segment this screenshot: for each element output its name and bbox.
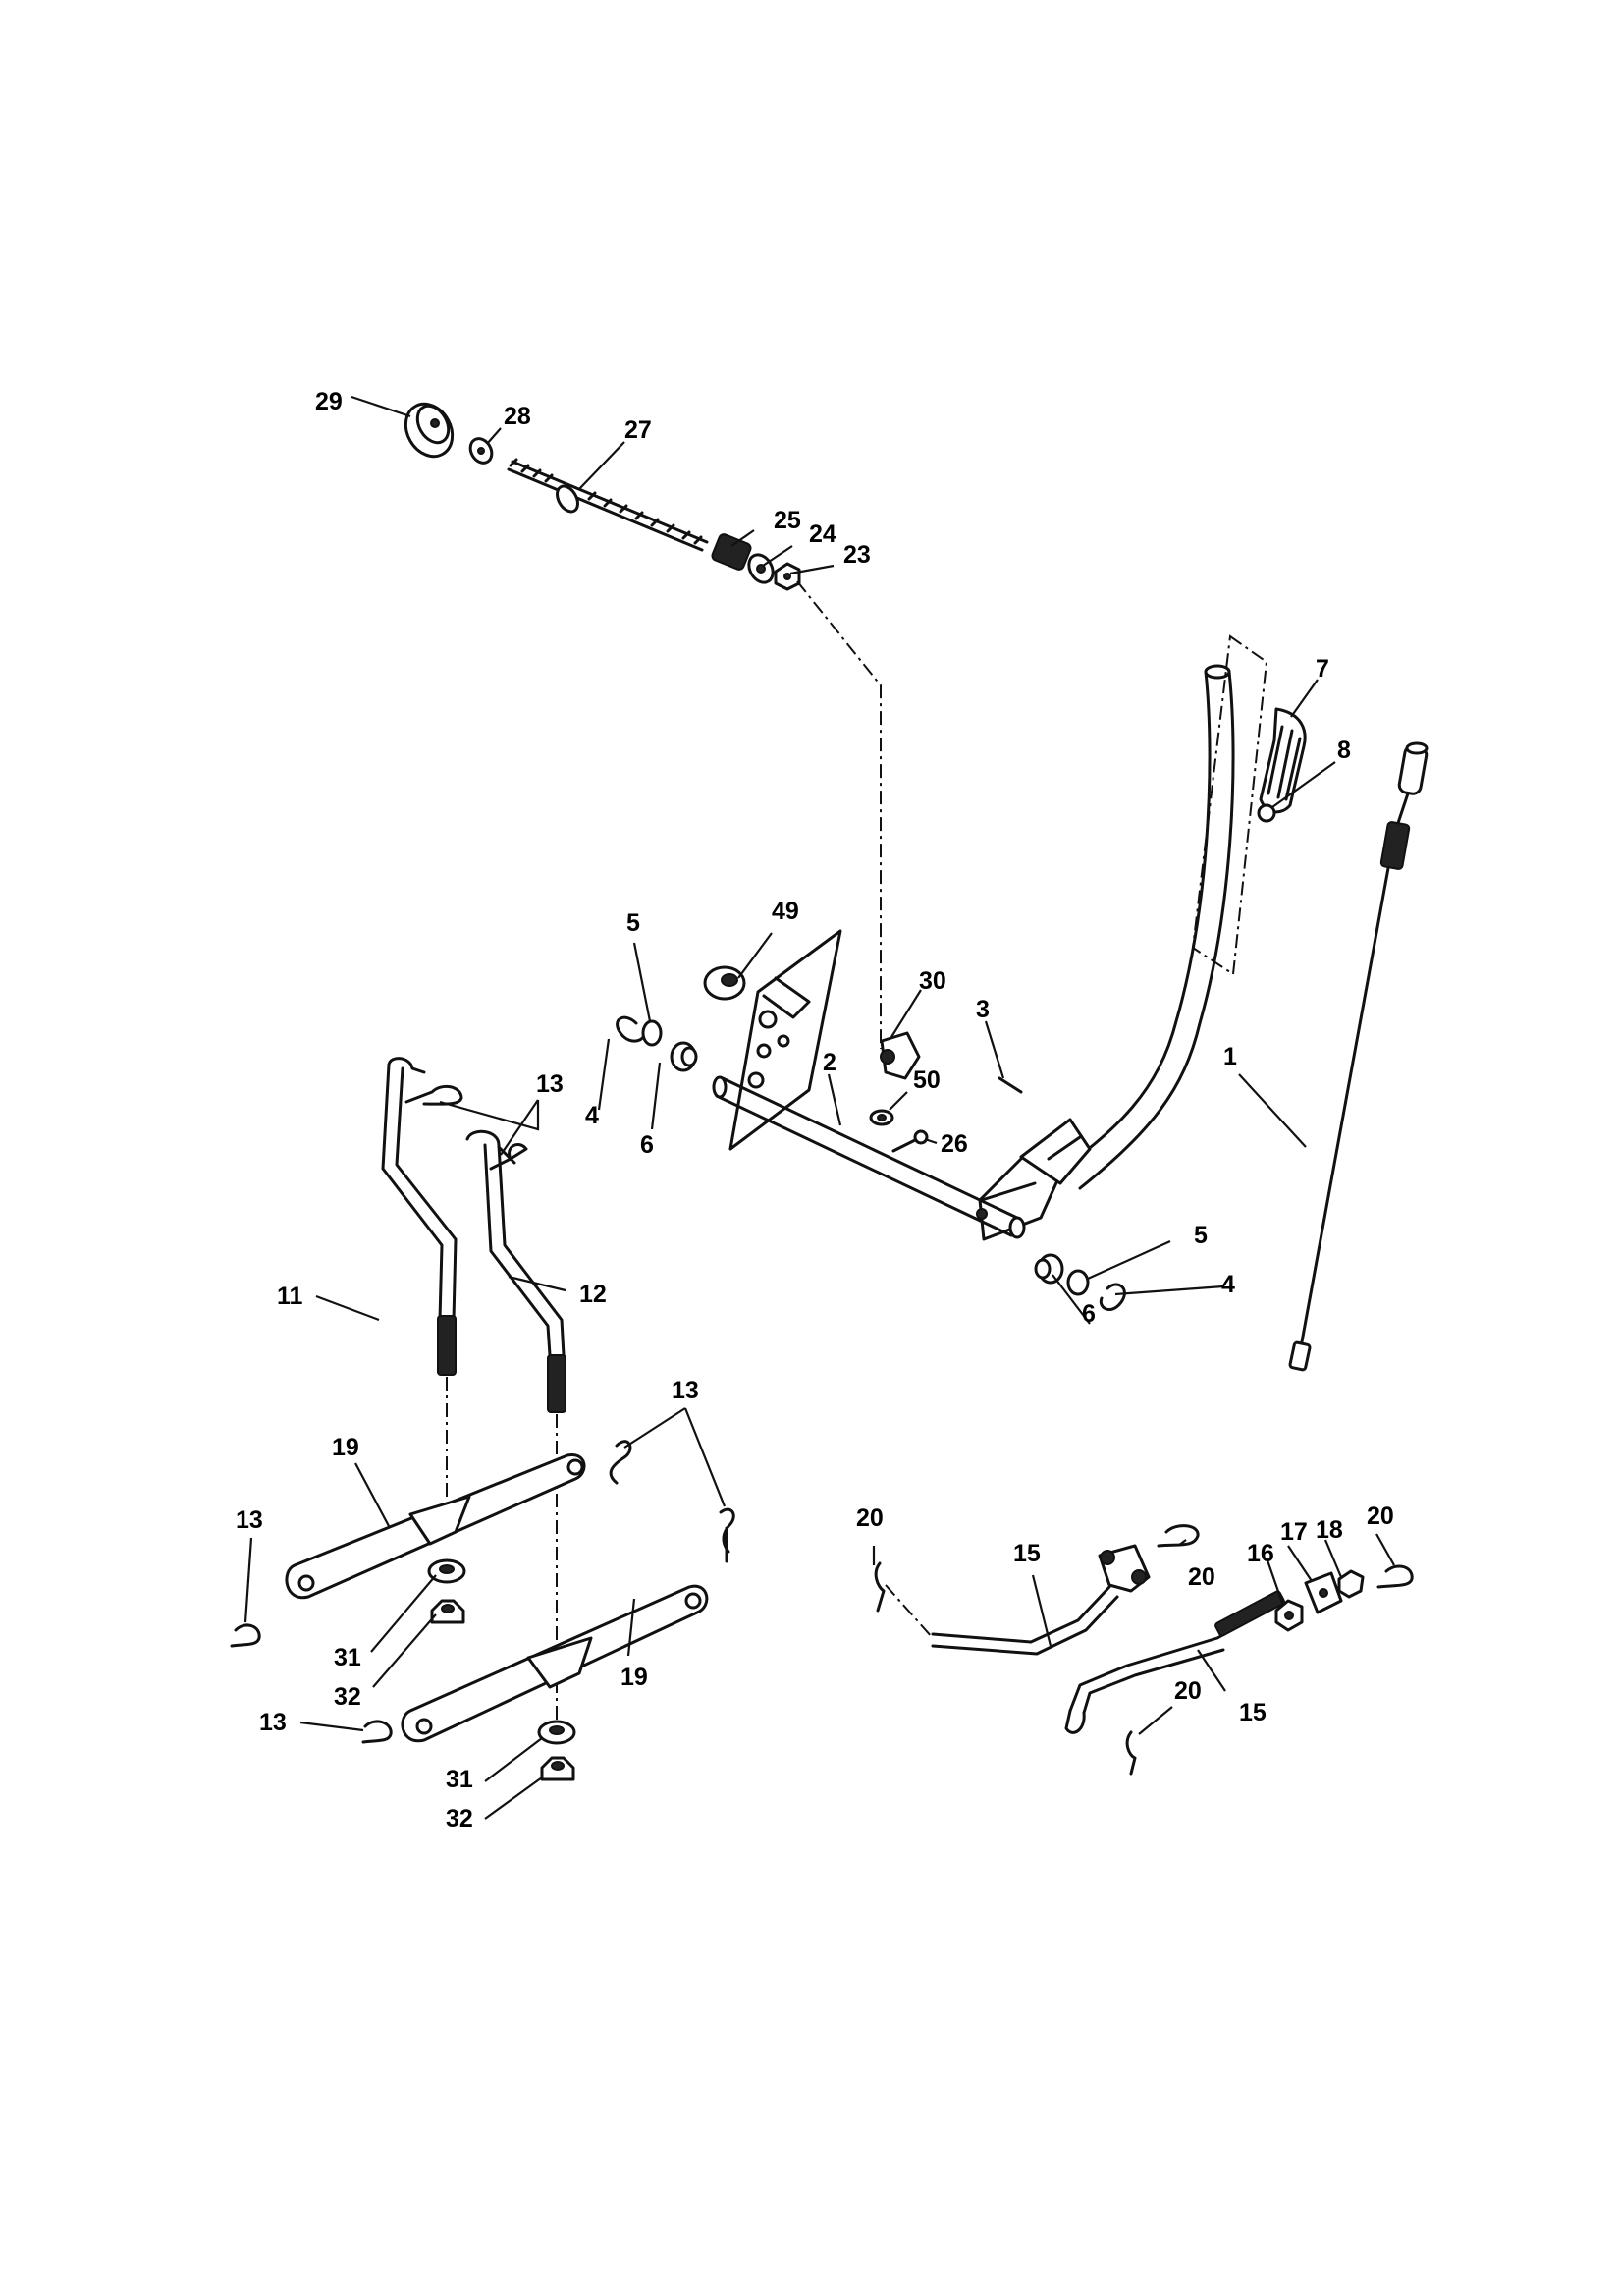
nut-32-upper [430,1599,465,1624]
callout-50: 50 [913,1066,941,1094]
callout-4: 4 [585,1102,599,1129]
callout-19: 19 [620,1664,648,1691]
callout-15: 15 [1013,1540,1041,1567]
swivel-30 [880,1031,921,1080]
lift-arm-19-upper [285,1453,586,1600]
hairpin-13-f [361,1720,393,1744]
pin-3 [998,1076,1023,1094]
washer-31-lower [537,1720,576,1745]
hairpin-20-c [1376,1564,1414,1589]
callout-11: 11 [277,1283,303,1310]
mounting-bracket [728,929,842,1151]
handle-grip-7 [1259,707,1307,814]
nut-18 [1337,1569,1365,1599]
nut-16 [1274,1599,1304,1632]
callout-1: 1 [1223,1043,1237,1070]
callout-6: 6 [1082,1300,1096,1328]
washer-49 [703,965,746,1001]
callout-17: 17 [1280,1518,1308,1546]
lift-link-12 [465,1129,566,1413]
hairpin-13-b [489,1143,528,1171]
threaded-rod-27 [507,458,709,552]
washer-24 [747,553,775,584]
nut-23 [774,562,801,591]
cross-shaft-2 [712,1075,1026,1239]
callout-13: 13 [672,1377,699,1404]
callout-7: 7 [1316,655,1329,683]
leader-lines [243,395,1395,1820]
washer-28 [468,437,494,465]
callout-15: 15 [1239,1699,1267,1726]
callout-20: 20 [1174,1677,1202,1705]
callout-20: 20 [1367,1503,1394,1530]
callout-23: 23 [843,541,871,569]
hairpin-13-a [404,1084,463,1106]
callout-labels: 29 28 27 25 24 23 7 8 49 5 30 3 1 2 50 1… [236,388,1394,1832]
washer-5-left [641,1019,663,1047]
lift-lever [976,664,1235,1241]
grip-cap-8 [1257,803,1276,823]
callout-24: 24 [809,520,836,548]
callout-6: 6 [640,1131,654,1159]
washer-31-upper [427,1558,466,1584]
callout-12: 12 [579,1281,607,1308]
callout-16: 16 [1247,1540,1274,1567]
callout-32: 32 [446,1805,473,1832]
callout-3: 3 [976,996,990,1023]
hairpin-13-c [609,1440,632,1485]
nut-32-lower [540,1756,575,1781]
bolt-26 [891,1129,929,1153]
washer-5-right [1066,1269,1090,1296]
knob [404,402,455,459]
callout-8: 8 [1337,737,1351,764]
callout-30: 30 [919,967,946,995]
hairpin-20-b [1157,1524,1200,1548]
callout-13: 13 [236,1506,263,1534]
retaining-ring-4-left [616,1015,647,1043]
callout-27: 27 [624,416,652,444]
alignment-line-rod [796,580,882,1049]
callout-49: 49 [772,898,799,925]
hairpin-20-a [874,1561,886,1613]
callout-26: 26 [941,1130,968,1158]
callout-29: 29 [315,388,343,415]
callout-31: 31 [446,1766,473,1793]
cable-1 [1288,741,1429,1372]
callout-13: 13 [536,1070,564,1098]
hairpin-13-d [719,1507,735,1563]
handle-outline [1191,634,1268,976]
callout-20: 20 [1188,1563,1215,1591]
lift-link-11 [381,1057,458,1376]
callout-28: 28 [504,403,531,430]
callout-2: 2 [823,1049,836,1076]
bushing-6-right [1034,1253,1064,1285]
bushing-6-left [670,1041,698,1072]
link-rod-15-lower [1064,1590,1285,1734]
callout-31: 31 [334,1644,361,1671]
callout-20: 20 [856,1504,884,1532]
hairpin-13-e [230,1623,261,1648]
callout-5: 5 [626,909,640,937]
callout-4: 4 [1221,1271,1235,1298]
callout-13: 13 [259,1709,287,1736]
retaining-ring-4-right [1099,1283,1126,1312]
callout-18: 18 [1316,1516,1343,1544]
callout-32: 32 [334,1683,361,1711]
washer-50 [869,1109,894,1126]
callout-25: 25 [774,507,801,534]
spring-25 [711,533,752,571]
callout-5: 5 [1194,1222,1208,1249]
link-rod-15-upper [885,1544,1151,1656]
callout-19: 19 [332,1434,359,1461]
trunnion-17 [1304,1571,1343,1614]
hairpin-20-d [1125,1730,1137,1776]
